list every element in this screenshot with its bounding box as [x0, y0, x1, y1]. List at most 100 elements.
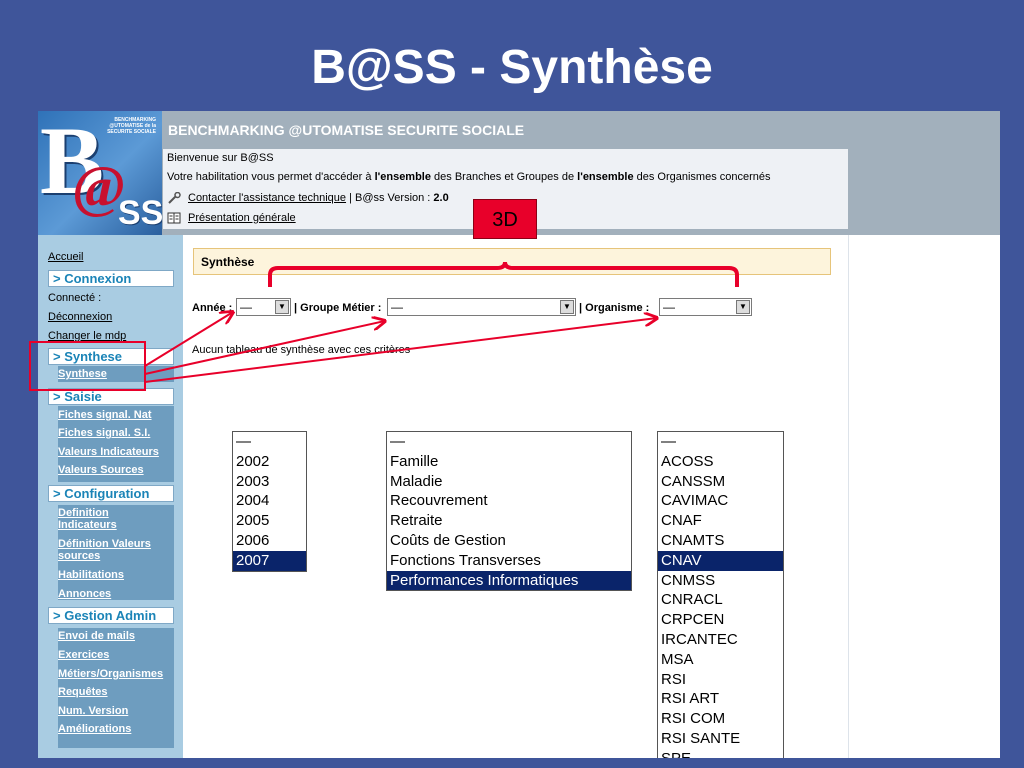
contact-support-link[interactable]: Contacter l'assistance technique [188, 192, 347, 204]
no-data-message: Aucun tableau de synthèse avec ces critè… [192, 344, 411, 356]
dropdown-option[interactable]: 2003 [236, 472, 270, 490]
dropdown-option[interactable]: MSA [661, 650, 694, 668]
sidebar-section-saisie[interactable]: > Saisie [48, 388, 174, 405]
sidebar-admin-group: Envoi de mails Exercices Métiers/Organis… [58, 628, 174, 748]
dropdown-option[interactable]: 2005 [236, 512, 270, 530]
callout-3d-label: 3D [473, 199, 537, 239]
sidebar-item-annonces[interactable]: Annonces [58, 588, 112, 600]
sidebar-section-connexion[interactable]: > Connexion [48, 270, 174, 287]
groupe-metier-select[interactable]: —▼ [387, 298, 576, 316]
welcome-text: Bienvenue sur B@SS [167, 152, 274, 164]
dropdown-option[interactable]: — [390, 433, 405, 450]
logo-at-sign: @ [72, 154, 126, 219]
sidebar-synthese-group: Synthese [58, 366, 174, 382]
habilitation-part: des Branches et Groupes de [430, 171, 578, 183]
dropdown-option[interactable]: CNAV [658, 550, 783, 571]
habilitation-bold: l'ensemble [577, 171, 634, 183]
organisme-select[interactable]: —▼ [659, 298, 752, 316]
organisme-label: | Organisme : [579, 302, 650, 314]
dropdown-option[interactable]: — [236, 433, 251, 450]
presentation-line: Présentation générale [167, 212, 296, 224]
chevron-down-icon[interactable]: ▼ [275, 300, 289, 314]
sidebar-item-fiches-nat[interactable]: Fiches signal. Nat [58, 409, 152, 421]
organisme-select-value: — [663, 300, 675, 314]
groupe-metier-label: | Groupe Métier : [294, 302, 382, 314]
annee-select[interactable]: —▼ [236, 298, 291, 316]
dropdown-option[interactable]: CNMSS [661, 571, 716, 589]
presentation-link[interactable]: Présentation générale [188, 212, 296, 224]
contact-line: Contacter l'assistance technique | B@ss … [167, 192, 449, 204]
chevron-down-icon[interactable]: ▼ [736, 300, 750, 314]
sidebar-item-requetes[interactable]: Requêtes [58, 686, 108, 698]
dropdown-option[interactable]: Retraite [390, 512, 443, 530]
dropdown-option[interactable]: — [661, 433, 676, 450]
dropdown-option[interactable]: IRCANTEC [661, 630, 738, 648]
dropdown-option[interactable]: Recouvrement [390, 492, 488, 510]
dropdown-option[interactable]: 2006 [236, 531, 270, 549]
sidebar-section-configuration[interactable]: > Configuration [48, 485, 174, 502]
dropdown-option[interactable]: RSI [661, 670, 687, 688]
sidebar-item-ameliorations[interactable]: Améliorations [58, 723, 132, 735]
sidebar-item-exercices[interactable]: Exercices [58, 649, 110, 661]
slide-title: B@SS - Synthèse [311, 41, 713, 94]
dropdown-option[interactable]: 2002 [236, 452, 270, 470]
dropdown-option[interactable]: Fonctions Transverses [390, 551, 541, 569]
dropdown-option[interactable]: RSI SANTE [661, 729, 741, 747]
dropdown-option[interactable]: 2004 [236, 492, 270, 510]
habilitation-part: des Organismes concernés [633, 171, 771, 183]
dropdown-option[interactable]: RSI ART [661, 690, 720, 708]
sidebar-config-group: Definition Indicateurs Définition Valeur… [58, 505, 174, 600]
sidebar-link-accueil[interactable]: Accueil [48, 251, 84, 263]
sidebar-item-envoi-mails[interactable]: Envoi de mails [58, 630, 136, 642]
bass-logo: BENCHMARKING @UTOMATISE de la SECURITE S… [38, 111, 162, 235]
sidebar-item-valeurs-indicateurs[interactable]: Valeurs Indicateurs [58, 446, 159, 458]
dropdown-option[interactable]: CANSSM [661, 472, 726, 490]
book-icon [167, 212, 181, 224]
sidebar-section-synthese[interactable]: > Synthese [48, 348, 174, 365]
sidebar-item-num-version[interactable]: Num. Version [58, 705, 129, 717]
sidebar-item-valeurs-sources[interactable]: Valeurs Sources [58, 464, 144, 476]
dropdown-option[interactable]: CAVIMAC [661, 492, 729, 510]
sidebar-item-synthese[interactable]: Synthese [58, 368, 107, 380]
dropdown-option[interactable]: ACOSS [661, 452, 714, 470]
dropdown-option[interactable]: Famille [390, 452, 439, 470]
dropdown-option[interactable]: 2007 [233, 550, 306, 571]
wrench-icon [168, 192, 181, 204]
dropdown-option[interactable]: Maladie [390, 472, 443, 490]
sidebar-item-metiers-organismes[interactable]: Métiers/Organismes [58, 668, 164, 680]
page-title: Synthèse [193, 248, 831, 275]
right-margin [848, 235, 1000, 758]
logo-letter-b: B [40, 111, 105, 214]
main-content: Synthèse Année : —▼ | Groupe Métier : —▼… [183, 235, 848, 758]
dropdown-option[interactable]: Coûts de Gestion [390, 531, 506, 549]
dropdown-option[interactable]: CNRACL [661, 591, 723, 609]
sidebar-saisie-group: Fiches signal. Nat Fiches signal. S.I. V… [58, 406, 174, 482]
version-value: 2.0 [433, 192, 449, 204]
logo-caption: BENCHMARKING @UTOMATISE de la SECURITE S… [107, 117, 156, 135]
annee-label: Année : [192, 302, 233, 314]
groupe-select-value: — [391, 300, 403, 314]
welcome-panel: Bienvenue sur B@SS Votre habilitation vo… [163, 149, 848, 229]
sidebar-item-definition-valeurs[interactable]: Définition Valeurs sources [58, 538, 151, 562]
sidebar-link-deconnexion[interactable]: Déconnexion [48, 311, 113, 323]
dropdown-option[interactable]: SPE [658, 749, 783, 758]
sidebar-item-fiches-si[interactable]: Fiches signal. S.I. [58, 427, 151, 439]
dropdown-option[interactable]: CNAF [661, 512, 702, 530]
version-label: | B@ss Version : [346, 192, 434, 204]
habilitation-text: Votre habilitation vous permet d'accéder… [167, 171, 771, 183]
dropdown-option[interactable]: RSI COM [661, 710, 726, 728]
dropdown-option[interactable]: CRPCEN [661, 611, 725, 629]
chevron-down-icon[interactable]: ▼ [560, 300, 574, 314]
dropdown-option[interactable]: Performances Informatiques [387, 570, 631, 591]
sidebar: Accueil > Connexion Connecté : Déconnexi… [38, 235, 183, 758]
sidebar-link-changer-mdp[interactable]: Changer le mdp [48, 330, 127, 342]
dropdown-option[interactable]: CNAMTS [661, 531, 725, 549]
sidebar-item-definition-indicateurs[interactable]: Definition Indicateurs [58, 507, 117, 531]
connected-label: Connecté : [48, 292, 102, 304]
annee-select-value: — [240, 300, 252, 314]
sidebar-section-gestion-admin[interactable]: > Gestion Admin [48, 607, 174, 624]
sidebar-item-habilitations[interactable]: Habilitations [58, 569, 125, 581]
